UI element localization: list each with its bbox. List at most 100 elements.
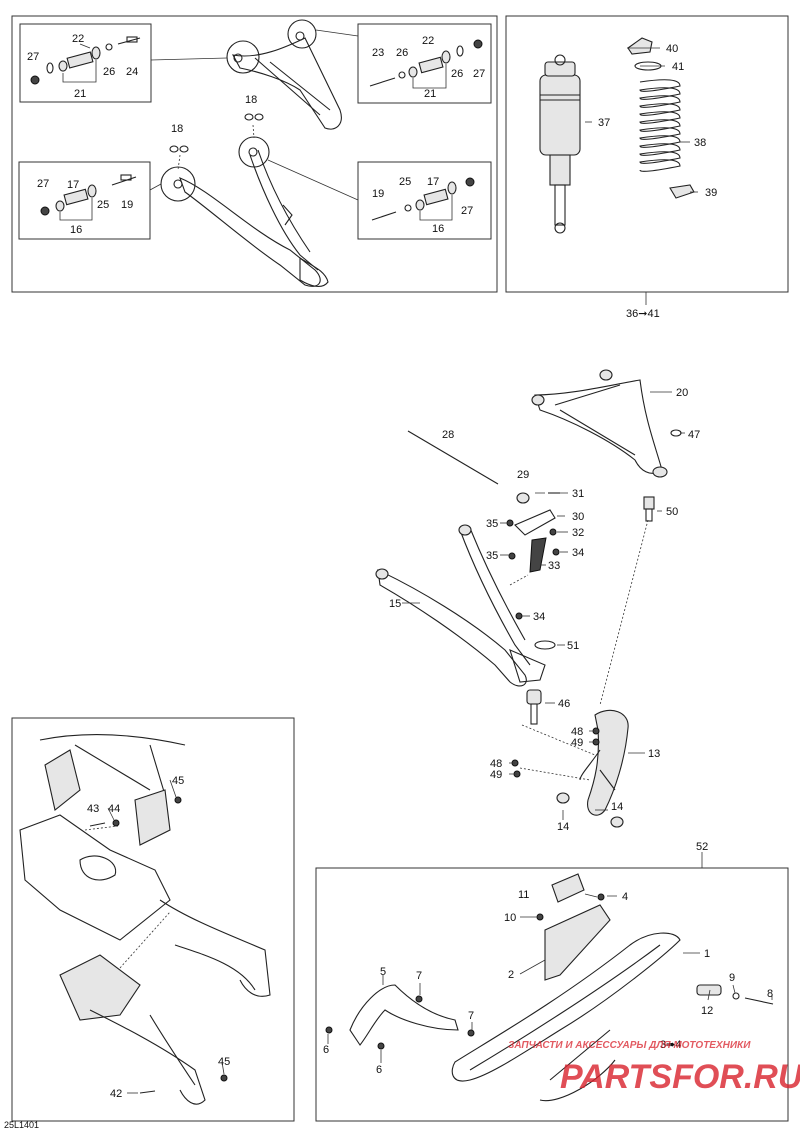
label-6-a: 6 <box>323 1044 329 1056</box>
label-33: 33 <box>548 560 560 572</box>
label-45-b: 45 <box>218 1056 230 1068</box>
shock-absorber-drawing <box>539 54 581 234</box>
lower-a-arm-sketch <box>160 136 329 288</box>
upper-a-arm-sketch <box>226 19 342 130</box>
label-9: 9 <box>729 972 735 984</box>
ball-joint-50 <box>643 496 655 522</box>
bushing-set-lower-left <box>40 174 137 216</box>
label-6-b: 6 <box>376 1064 382 1076</box>
label-26-b: 26 <box>396 47 408 59</box>
label-1: 1 <box>704 948 710 960</box>
label-7-b: 7 <box>468 1010 474 1022</box>
label-46: 46 <box>558 698 570 710</box>
upper-a-arm-20 <box>531 369 668 478</box>
ball-joint-46 <box>526 689 542 725</box>
inset-lower-left <box>18 161 151 240</box>
clip-47 <box>670 429 682 437</box>
label-21-a: 21 <box>74 88 86 100</box>
label-2: 2 <box>508 969 514 981</box>
bushing-set-upper-left <box>30 36 141 85</box>
label-30: 30 <box>572 511 584 523</box>
ski-drawing <box>349 873 681 1102</box>
label-16-b: 16 <box>432 223 444 235</box>
lower-a-arm-15 <box>375 524 546 687</box>
label-27-a: 27 <box>27 51 39 63</box>
label-19-a: 19 <box>121 199 133 211</box>
label-49-b: 49 <box>490 769 502 781</box>
label-13: 13 <box>648 748 660 760</box>
label-27-b: 27 <box>473 68 485 80</box>
panel-shock-absorber <box>505 15 789 293</box>
label-25-a: 25 <box>97 199 109 211</box>
label-10: 10 <box>504 912 516 924</box>
inset-lower-right <box>357 161 492 240</box>
figure-code: 25L1401 <box>4 1120 39 1130</box>
label-43: 43 <box>87 803 99 815</box>
bushing-set-lower-right <box>371 177 475 221</box>
label-12: 12 <box>701 1005 713 1017</box>
label-35-a: 35 <box>486 518 498 530</box>
inset-upper-right <box>357 23 492 104</box>
watermark-logo: PARTSFOR.RU <box>560 1058 800 1096</box>
label-14-b: 14 <box>557 821 569 833</box>
label-23: 23 <box>372 47 384 59</box>
circlip-51 <box>534 640 556 650</box>
label-leaders <box>79 43 773 1094</box>
label-27-c: 27 <box>37 178 49 190</box>
label-52: 52 <box>696 841 708 853</box>
label-14-a: 14 <box>611 801 623 813</box>
label-48-a: 48 <box>571 726 583 738</box>
label-35-b: 35 <box>486 550 498 562</box>
bushing-set-upper-right <box>369 39 483 87</box>
label-44: 44 <box>108 803 120 815</box>
label-24: 24 <box>126 66 138 78</box>
label-16-a: 16 <box>70 224 82 236</box>
stabilizer-link-parts <box>506 492 560 620</box>
label-45-a: 45 <box>172 775 184 787</box>
label-5: 5 <box>380 966 386 978</box>
label-47: 47 <box>688 429 700 441</box>
panel-a-arm-bushings <box>11 15 498 293</box>
label-17-b: 17 <box>427 176 439 188</box>
label-50: 50 <box>666 506 678 518</box>
watermark-subtext: ЗАПЧАСТИ И АКСЕССУАРЫ ДЛЯ МОТОТЕХНИКИ <box>508 1040 751 1051</box>
label-27-d: 27 <box>461 205 473 217</box>
label-25-b: 25 <box>399 176 411 188</box>
label-19-b: 19 <box>372 188 384 200</box>
label-40: 40 <box>666 43 678 55</box>
label-48-b: 48 <box>490 758 502 770</box>
label-18-a: 18 <box>245 94 257 106</box>
label-42: 42 <box>110 1088 122 1100</box>
label-11: 11 <box>518 889 529 901</box>
label-49-a: 49 <box>571 737 583 749</box>
label-22-b: 22 <box>422 35 434 47</box>
label-37: 37 <box>598 117 610 129</box>
label-34-b: 34 <box>533 611 545 623</box>
front-frame-drawing <box>19 733 271 1105</box>
label-8: 8 <box>767 988 773 1000</box>
label-4: 4 <box>622 891 628 903</box>
label-32: 32 <box>572 527 584 539</box>
label-29: 29 <box>517 469 529 481</box>
label-15: 15 <box>389 598 401 610</box>
label-20: 20 <box>676 387 688 399</box>
panel-frame-mounting <box>11 717 295 1122</box>
label-34-a: 34 <box>572 547 584 559</box>
panel-ski <box>315 867 789 1122</box>
label-28: 28 <box>442 429 454 441</box>
label-41: 41 <box>672 61 684 73</box>
inset-upper-left <box>19 23 152 103</box>
label-7-a: 7 <box>416 970 422 982</box>
label-3-4: 3➠4 <box>660 1039 681 1051</box>
stabilizer-rod-28 <box>407 430 499 485</box>
label-38: 38 <box>694 137 706 149</box>
label-21-b: 21 <box>424 88 436 100</box>
label-36-41: 36➞41 <box>626 308 660 320</box>
label-51: 51 <box>567 640 579 652</box>
label-17-a: 17 <box>67 179 79 191</box>
shock-spring-drawing <box>627 37 695 199</box>
label-31: 31 <box>572 488 584 500</box>
label-26-c: 26 <box>451 68 463 80</box>
label-26-a: 26 <box>103 66 115 78</box>
